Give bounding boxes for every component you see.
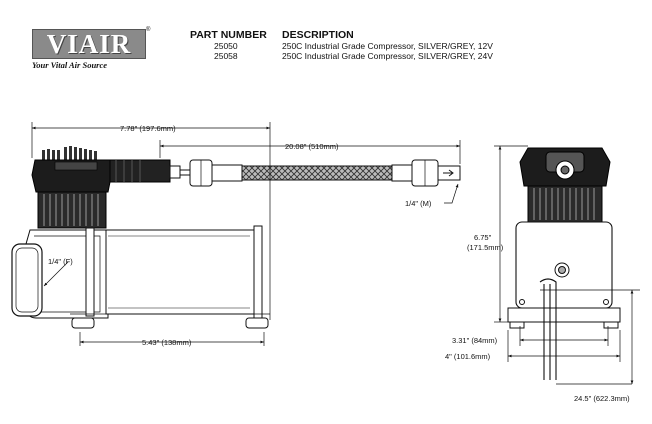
outlet-fitting-label: 1/4" (M): [405, 199, 432, 208]
part-number-cell: 25050: [214, 41, 238, 51]
logo-wordmark: VIAIR: [32, 29, 146, 59]
base-width-label: 4" (101.6mm): [445, 352, 491, 361]
description-cell: 250C Industrial Grade Compressor, SILVER…: [282, 41, 493, 51]
front-cylinder: [527, 185, 603, 223]
cooling-fins: [42, 146, 97, 160]
cylinder: [37, 191, 107, 229]
logo-tagline: Your Vital Air Source: [32, 60, 108, 70]
width-overall-label: 7.78" (197.6mm): [120, 124, 176, 133]
motor-end-cap: [253, 225, 263, 319]
power-leads: [539, 278, 557, 380]
lead-length-label: 24.5" (622.3mm): [574, 394, 630, 403]
rubber-foot: [71, 317, 95, 329]
braided-hose: [241, 165, 393, 181]
air-filter: [11, 243, 43, 317]
logo-registered-mark: ®: [146, 27, 151, 33]
leader-hose: [189, 159, 461, 187]
motor: [105, 229, 257, 315]
height-mm-label: (171.5mm): [467, 243, 504, 252]
height-label: 6.75": [474, 233, 492, 242]
base-length-label: 5.43" (138mm): [142, 338, 192, 347]
compressor-front-view: [507, 147, 621, 380]
rubber-foot: [245, 317, 269, 329]
front-base: [507, 307, 621, 323]
mounting-bracket: [85, 227, 95, 317]
inlet-fitting-label: 1/4" (F): [48, 257, 73, 266]
hose-length-label: 20.08" (510mm): [285, 142, 339, 151]
viair-logo: VIAIR ® Your Vital Air Source: [30, 27, 151, 71]
dimension-lines: [31, 122, 640, 385]
part-number-header: PART NUMBER: [190, 29, 267, 41]
description-header: DESCRIPTION: [282, 29, 354, 41]
compressor-side-view: [11, 146, 270, 329]
description-cell: 250C Industrial Grade Compressor, SILVER…: [282, 51, 493, 61]
part-number-cell: 25058: [214, 51, 238, 61]
mount-spacing-label: 3.31" (84mm): [452, 336, 498, 345]
